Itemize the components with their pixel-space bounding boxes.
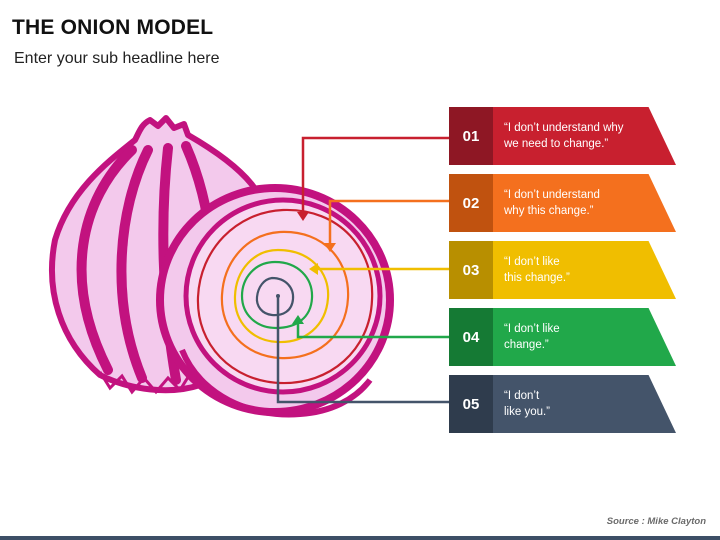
layer-quote: “I don’t like this change.”	[504, 256, 570, 284]
page-subtitle: Enter your sub headline here	[14, 50, 220, 67]
ring-02	[220, 230, 350, 360]
layer-label-box: “I don’t like this change.”	[493, 241, 676, 299]
layer-card-05: 05 “I don’t like you.”	[449, 375, 676, 433]
onion-roots	[98, 371, 192, 395]
arrowhead-02	[324, 243, 336, 252]
page-title: THE ONION MODEL	[12, 16, 214, 39]
layer-card-02: 02 “I don’t understand why this change.”	[449, 174, 676, 232]
layer-label-box: “I don’t understand why we need to chang…	[493, 107, 676, 165]
layer-card-04: 04 “I don’t like change.”	[449, 308, 676, 366]
ring-04	[240, 260, 314, 330]
arrowhead-01	[297, 212, 309, 221]
layer-label-box: “I don’t like you.”	[493, 375, 676, 433]
ring-05	[255, 276, 295, 317]
connector-05	[276, 296, 449, 404]
bottom-accent-bar	[0, 536, 720, 540]
layer-card-01: 01 “I don’t understand why we need to ch…	[449, 107, 676, 165]
layer-number: 02	[449, 174, 493, 232]
layer-quote: “I don’t like change.”	[504, 323, 560, 351]
layer-number: 05	[449, 375, 493, 433]
cut-onion-inner-edge	[183, 197, 383, 395]
layer-number: 04	[449, 308, 493, 366]
layer-quote: “I don’t like you.”	[504, 390, 551, 418]
connector-01	[301, 136, 449, 214]
arrowhead-04	[292, 315, 304, 324]
layer-number: 03	[449, 241, 493, 299]
connector-02	[328, 199, 449, 245]
source-credit: Source : Mike Clayton	[606, 516, 706, 527]
layer-label-box: “I don’t understand why this change.”	[493, 174, 676, 232]
layer-quote: “I don’t understand why this change.”	[504, 189, 600, 217]
layer-number: 01	[449, 107, 493, 165]
layer-card-03: 03 “I don’t like this change.”	[449, 241, 676, 299]
layer-label-box: “I don’t like change.”	[493, 308, 676, 366]
arrowhead-03	[309, 263, 318, 275]
connector-04	[296, 322, 449, 339]
layer-quote: “I don’t understand why we need to chang…	[504, 122, 624, 150]
connector-end-05	[276, 294, 280, 298]
cut-onion-skin	[179, 348, 373, 418]
ring-01	[196, 208, 374, 385]
